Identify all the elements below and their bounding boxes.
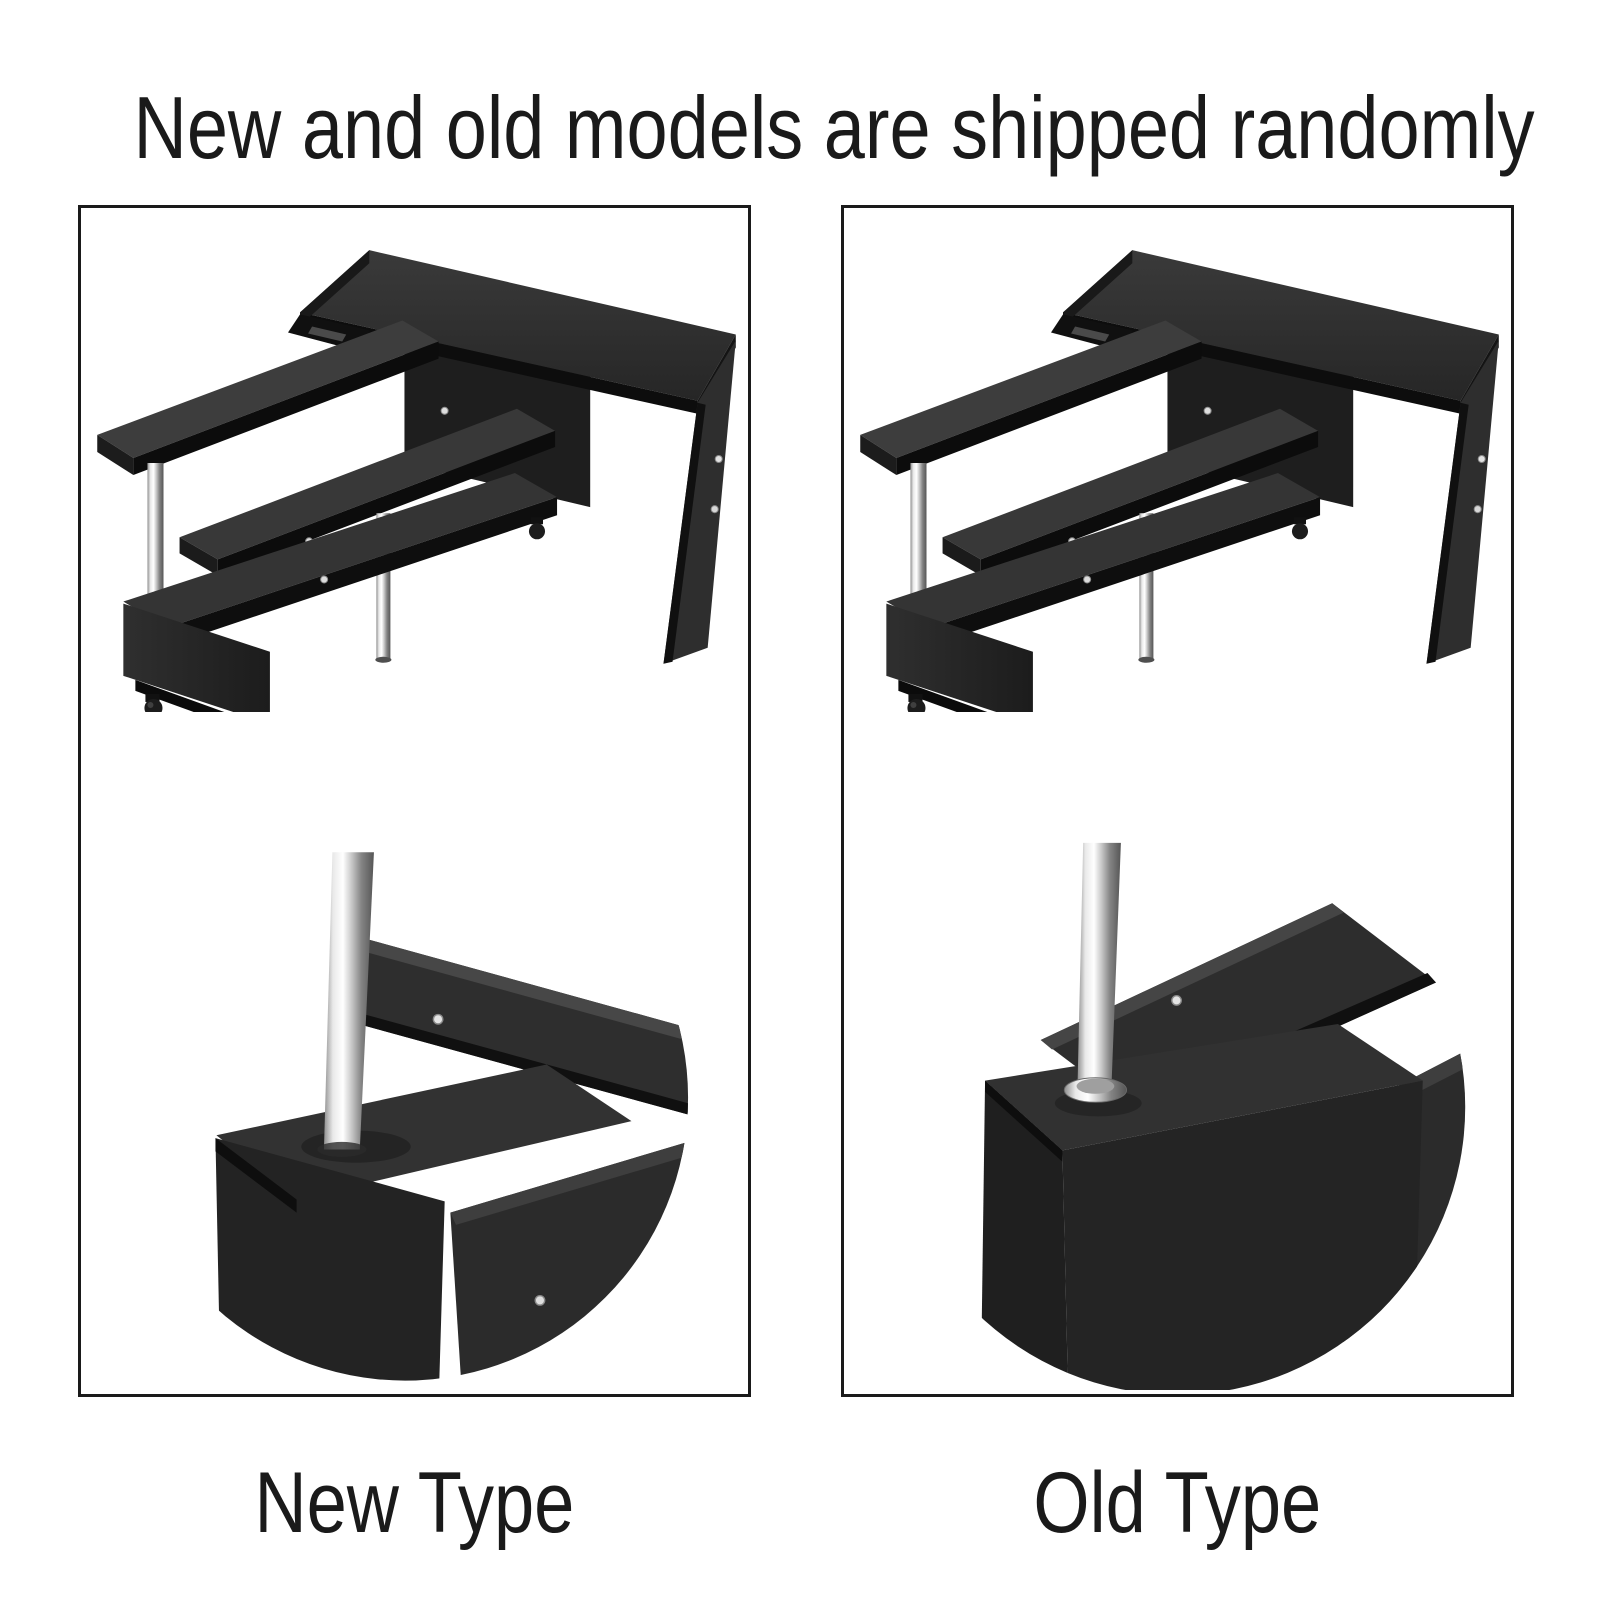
old-type-desk-photo [859,249,1500,712]
new-type-caption-text: New Type [254,1455,575,1551]
old-type-panel [841,205,1514,1397]
new-type-desk-photo [96,249,737,712]
old-type-closeup-photo [981,842,1466,1390]
new-type-closeup-photo [215,852,689,1381]
closeup-old-cabinet [981,1023,1423,1390]
page-title-text: New and old models are shipped randomly [133,78,1535,177]
closeup-new-chrome-pole [317,852,374,1157]
old-type-caption: Old Type [841,1460,1514,1546]
old-type-caption-text: Old Type [1033,1455,1322,1551]
new-type-caption: New Type [78,1460,751,1546]
closeup-new-cabinet [215,1064,632,1381]
closeup-old-chrome-pole [1054,842,1142,1117]
page-title: New and old models are shipped randomly [0,84,1601,172]
new-type-panel [78,205,751,1397]
old-type-closeup-art [981,842,1466,1390]
new-type-closeup-art [215,852,689,1381]
closeup-new-lower-panel [450,1133,689,1381]
